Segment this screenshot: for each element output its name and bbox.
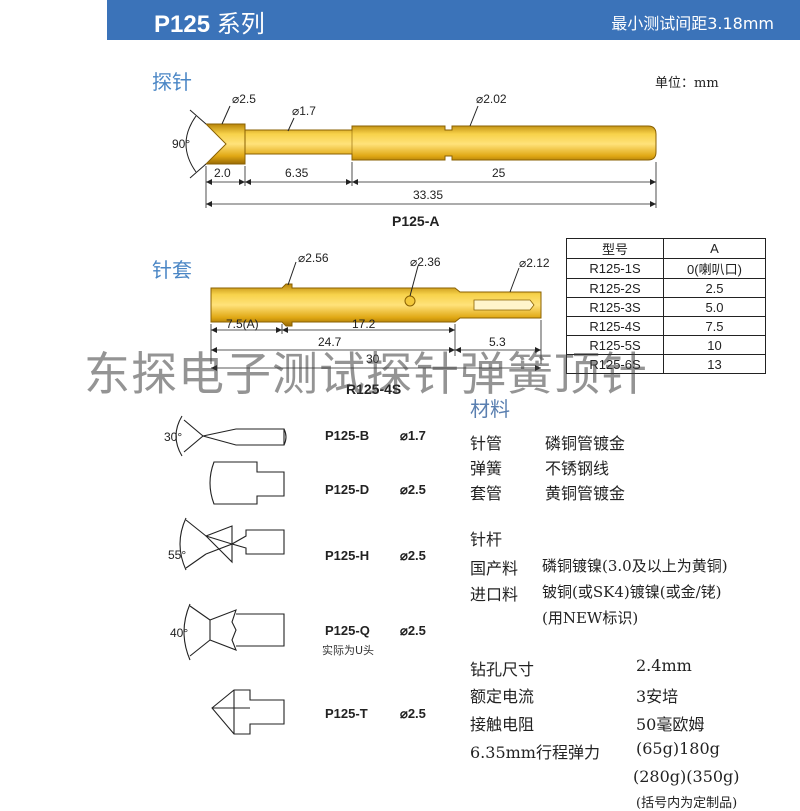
tip-t-shape <box>211 689 285 735</box>
material-value: 不锈钢线 <box>545 459 610 478</box>
page-title: P125 系列 <box>154 4 265 39</box>
tip-d-model: P125-D <box>325 482 370 497</box>
tip-d-shape <box>209 461 285 505</box>
spec-label: 6.35mm行程弹力 <box>470 743 600 762</box>
tip-b-model: P125-B <box>325 428 370 443</box>
spec-label: 额定电流 <box>470 687 535 706</box>
probe-section-title: 探针 <box>152 70 192 94</box>
sleeve-dia-tail: ⌀2.12 <box>519 256 550 270</box>
rod-note: (用NEW标识) <box>542 609 639 627</box>
table-cell: 0(喇叭口) <box>663 258 766 279</box>
sleeve-dia-body: ⌀2.36 <box>410 255 441 269</box>
tip-h-angle: 55° <box>168 548 187 562</box>
sleeve-len-c: 24.7 <box>318 335 342 349</box>
material-value: 磷铜管镀金 <box>545 434 626 453</box>
table-header-row: 型号 A <box>566 238 766 259</box>
tip-q-shape <box>209 609 237 651</box>
tip-t-dia: ⌀2.5 <box>400 706 426 721</box>
sleeve-section-title: 针套 <box>152 258 192 282</box>
tip-d-dia: ⌀2.5 <box>400 482 426 497</box>
rod-value: 铍铜(或SK4)镀镍(或金/铑) <box>542 583 722 601</box>
probe-len-head: 2.0 <box>214 166 231 180</box>
sleeve-body <box>210 283 542 327</box>
tip-q-dia: ⌀2.5 <box>400 623 426 638</box>
tip-b-angle: 30° <box>164 430 183 444</box>
materials-title: 材料 <box>470 397 510 421</box>
sleeve-drawing <box>210 261 542 371</box>
tip-t-model: P125-T <box>325 706 368 721</box>
table-cell: R125-2S <box>566 278 664 298</box>
spec-value: 50毫欧姆 <box>636 715 705 734</box>
material-value: 黄铜管镀金 <box>545 484 626 503</box>
tip-shapes <box>175 415 287 735</box>
table-header: A <box>663 238 766 259</box>
tip-h-dia: ⌀2.5 <box>400 548 426 563</box>
tip-q-note: 实际为U头 <box>322 644 375 657</box>
sleeve-len-d: 5.3 <box>489 335 506 349</box>
custom-note: (括号内为定制品) <box>636 796 738 811</box>
table-cell: 13 <box>663 354 766 374</box>
probe-drawing <box>185 105 657 208</box>
probe-len-barrel: 25 <box>492 166 506 180</box>
sleeve-total-length: 30 <box>366 352 380 366</box>
tip-h-shape <box>205 525 285 564</box>
sleeve-len-b: 17.2 <box>352 317 376 331</box>
spec-value: 3安培 <box>636 687 679 706</box>
rod-label: 国产料 <box>470 559 519 578</box>
probe-total-length: 33.35 <box>413 188 444 202</box>
probe-dia-plunger: ⌀1.7 <box>292 104 316 118</box>
probe-dia-barrel: ⌀2.02 <box>476 92 507 106</box>
table-cell: R125-4S <box>566 316 664 336</box>
watermark: 东探电子测试探针弹簧顶针 <box>84 347 648 401</box>
material-label: 套管 <box>470 484 503 503</box>
min-pitch-label: 最小测试间距3.18mm <box>611 14 774 33</box>
header-bar: P125 系列 最小测试间距3.18mm <box>107 0 800 40</box>
title-model: P125 <box>154 11 211 38</box>
table-cell: R125-6S <box>566 354 664 374</box>
spec-label: 接触电阻 <box>470 715 535 734</box>
sleeve-dia-collar: ⌀2.56 <box>298 251 329 265</box>
tip-q-angle: 40° <box>170 626 189 640</box>
table-cell: R125-3S <box>566 297 664 317</box>
tip-b-shape <box>202 428 285 446</box>
spec-value: (280g)(350g) <box>633 767 740 786</box>
crimp-hole <box>404 295 416 307</box>
tip-q-model: P125-Q <box>325 623 370 638</box>
angle-arc <box>185 115 197 173</box>
tip-h-model: P125-H <box>325 548 370 563</box>
material-label: 针管 <box>470 434 503 453</box>
spec-value: 2.4mm <box>636 656 692 675</box>
sleeve-len-a: 7.5(A) <box>226 317 259 331</box>
rod-label: 进口料 <box>470 585 519 604</box>
spec-value: (65g)180g <box>636 739 720 758</box>
material-label: 弹簧 <box>470 459 503 478</box>
rod-title: 针杆 <box>470 530 503 549</box>
tip-b-dia: ⌀1.7 <box>400 428 426 443</box>
probe-len-plunger: 6.35 <box>285 166 309 180</box>
table-cell: R125-1S <box>566 258 664 279</box>
table-cell: 10 <box>663 335 766 355</box>
title-series: 系列 <box>216 10 265 38</box>
unit-label: 单位：mm <box>655 76 719 91</box>
table-cell: 5.0 <box>663 297 766 317</box>
probe-tip-angle: 90° <box>172 137 191 151</box>
table-cell: 2.5 <box>663 278 766 298</box>
table-cell: 7.5 <box>663 316 766 336</box>
rod-value: 磷铜镀镍(3.0及以上为黄铜) <box>542 557 728 575</box>
probe-body <box>204 123 657 165</box>
spec-label: 钻孔尺寸 <box>470 660 535 679</box>
probe-model: P125-A <box>392 213 440 229</box>
probe-dia-head: ⌀2.5 <box>232 92 256 106</box>
sleeve-model: R125-4S <box>346 381 402 397</box>
table-header: 型号 <box>566 238 664 259</box>
